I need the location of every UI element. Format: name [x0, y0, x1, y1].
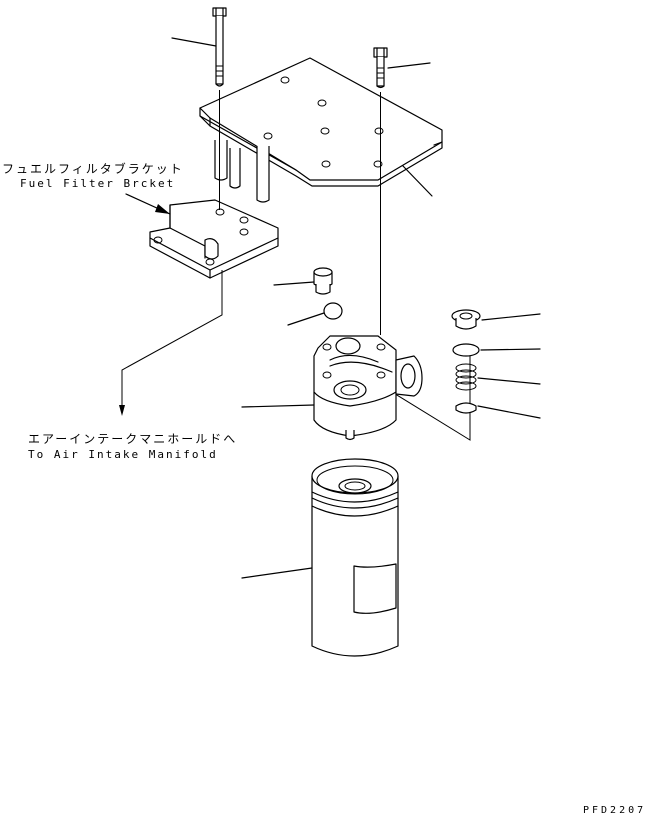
- mounting-plate: [199, 57, 443, 203]
- plug: [273, 267, 333, 295]
- fuel-filter-bracket: [125, 193, 279, 279]
- spring: [455, 363, 541, 391]
- o-ring: [452, 343, 541, 357]
- fuel-filter-bracket-label-en: Fuel Filter Brcket: [20, 177, 176, 190]
- fuel-filter-bracket-label-jp: フュエルフィルタブラケット: [2, 162, 184, 176]
- filter-cartridge: [241, 458, 399, 657]
- ball: [287, 302, 343, 326]
- valve-disc: [455, 402, 541, 419]
- long-bolt: [171, 7, 227, 87]
- short-bolt: [373, 47, 431, 89]
- filter-head: [241, 335, 423, 441]
- air-intake-label-jp: エアーインテークマニホールドへ: [28, 432, 238, 446]
- relief-cap: [451, 309, 541, 330]
- air-intake-label-en: To Air Intake Manifold: [28, 448, 218, 461]
- drawing-code: PFD2207: [583, 805, 647, 816]
